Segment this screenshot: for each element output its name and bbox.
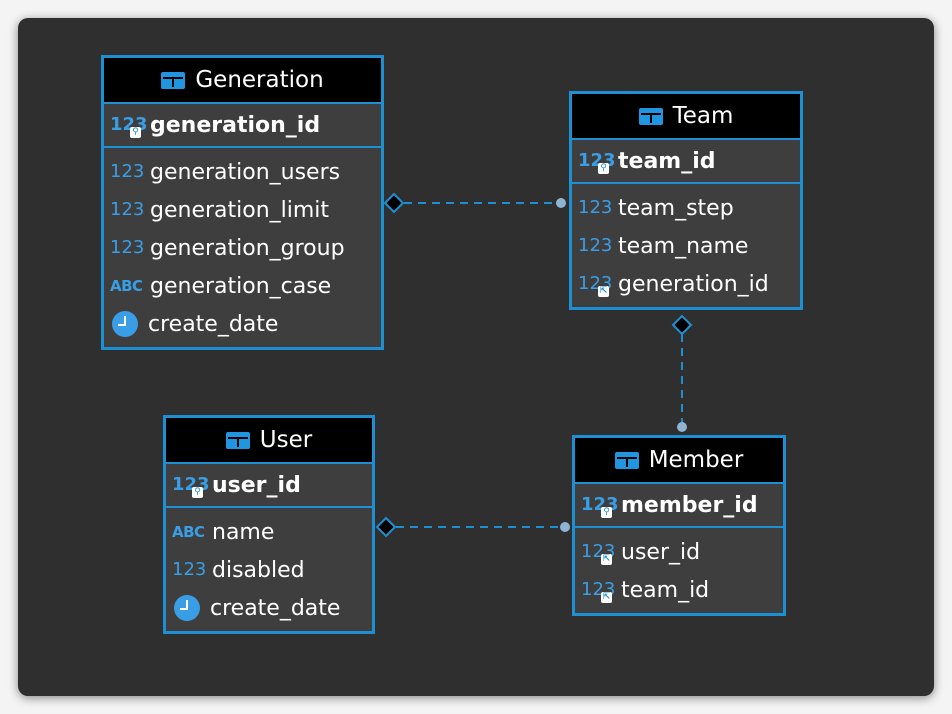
- column-name: member_id: [621, 492, 758, 518]
- column-name: generation_users: [150, 159, 341, 185]
- primary-key-column[interactable]: 123⚲ team_id: [572, 142, 800, 180]
- column-name: generation_limit: [150, 197, 330, 223]
- column-name: generation_id: [618, 271, 769, 297]
- column-row[interactable]: 123⇱ generation_id: [572, 265, 800, 303]
- numeric-type-icon: 123: [172, 559, 207, 580]
- clock-icon: [174, 595, 200, 621]
- column-name: team_id: [621, 577, 710, 603]
- column-row[interactable]: 123⇱ team_id: [575, 571, 783, 609]
- entity-user[interactable]: User 123⚲ user_id ABC name 123 disabled …: [163, 415, 375, 634]
- entity-member[interactable]: Member 123⚲ member_id 123⇱ user_id 123⇱ …: [572, 435, 786, 616]
- column-name: name: [212, 519, 275, 545]
- column-row[interactable]: 123 team_step: [572, 189, 800, 227]
- numeric-foreign-key-icon: 123⇱: [581, 541, 616, 565]
- column-row[interactable]: 123 generation_users: [104, 153, 381, 191]
- column-name: user_id: [621, 539, 701, 565]
- primary-key-column[interactable]: 123⚲ user_id: [166, 466, 372, 504]
- column-row[interactable]: 123⇱ user_id: [575, 533, 783, 571]
- entity-title: Generation: [195, 67, 324, 93]
- table-icon: [638, 107, 663, 125]
- column-name: generation_id: [150, 112, 321, 138]
- table-icon: [161, 71, 186, 89]
- column-row[interactable]: 123 disabled: [166, 551, 372, 589]
- numeric-foreign-key-icon: 123⇱: [581, 579, 616, 603]
- numeric-key-icon: 123⚲: [172, 474, 210, 498]
- column-name: user_id: [212, 472, 301, 498]
- entity-header[interactable]: User: [166, 418, 372, 464]
- table-icon: [225, 431, 250, 449]
- numeric-key-icon: 123⚲: [578, 150, 616, 174]
- column-name: generation_group: [150, 235, 345, 261]
- entity-header[interactable]: Generation: [104, 58, 381, 104]
- column-row[interactable]: 123 generation_limit: [104, 191, 381, 229]
- entity-header[interactable]: Team: [572, 94, 800, 140]
- numeric-type-icon: 123: [110, 199, 145, 220]
- text-type-icon: ABC: [110, 277, 143, 295]
- column-row[interactable]: ABC generation_case: [104, 267, 381, 305]
- primary-key-column[interactable]: 123⚲ member_id: [575, 486, 783, 524]
- column-row[interactable]: create_date: [104, 305, 381, 343]
- numeric-type-icon: 123: [578, 235, 613, 256]
- column-name: generation_case: [150, 273, 332, 299]
- entity-title: Member: [648, 447, 744, 473]
- clock-icon: [112, 311, 138, 337]
- entity-generation[interactable]: Generation 123⚲ generation_id 123 genera…: [101, 55, 384, 350]
- column-row[interactable]: ABC name: [166, 513, 372, 551]
- column-name: team_id: [618, 148, 716, 174]
- numeric-type-icon: 123: [110, 237, 145, 258]
- numeric-foreign-key-icon: 123⇱: [578, 273, 613, 297]
- column-name: create_date: [148, 311, 279, 337]
- column-row[interactable]: 123 team_name: [572, 227, 800, 265]
- text-type-icon: ABC: [172, 523, 205, 541]
- entity-team[interactable]: Team 123⚲ team_id 123 team_step 123 team…: [569, 91, 803, 310]
- entity-title: Team: [672, 103, 734, 129]
- numeric-key-icon: 123⚲: [581, 494, 619, 518]
- primary-key-column[interactable]: 123⚲ generation_id: [104, 106, 381, 144]
- entity-header[interactable]: Member: [575, 438, 783, 484]
- column-name: team_step: [618, 195, 734, 221]
- table-icon: [614, 451, 639, 469]
- numeric-key-icon: 123⚲: [110, 114, 148, 138]
- numeric-type-icon: 123: [110, 161, 145, 182]
- numeric-type-icon: 123: [578, 197, 613, 218]
- column-name: team_name: [618, 233, 749, 259]
- column-row[interactable]: create_date: [166, 589, 372, 627]
- column-name: create_date: [210, 595, 341, 621]
- entity-title: User: [259, 427, 313, 453]
- column-name: disabled: [212, 557, 305, 583]
- column-row[interactable]: 123 generation_group: [104, 229, 381, 267]
